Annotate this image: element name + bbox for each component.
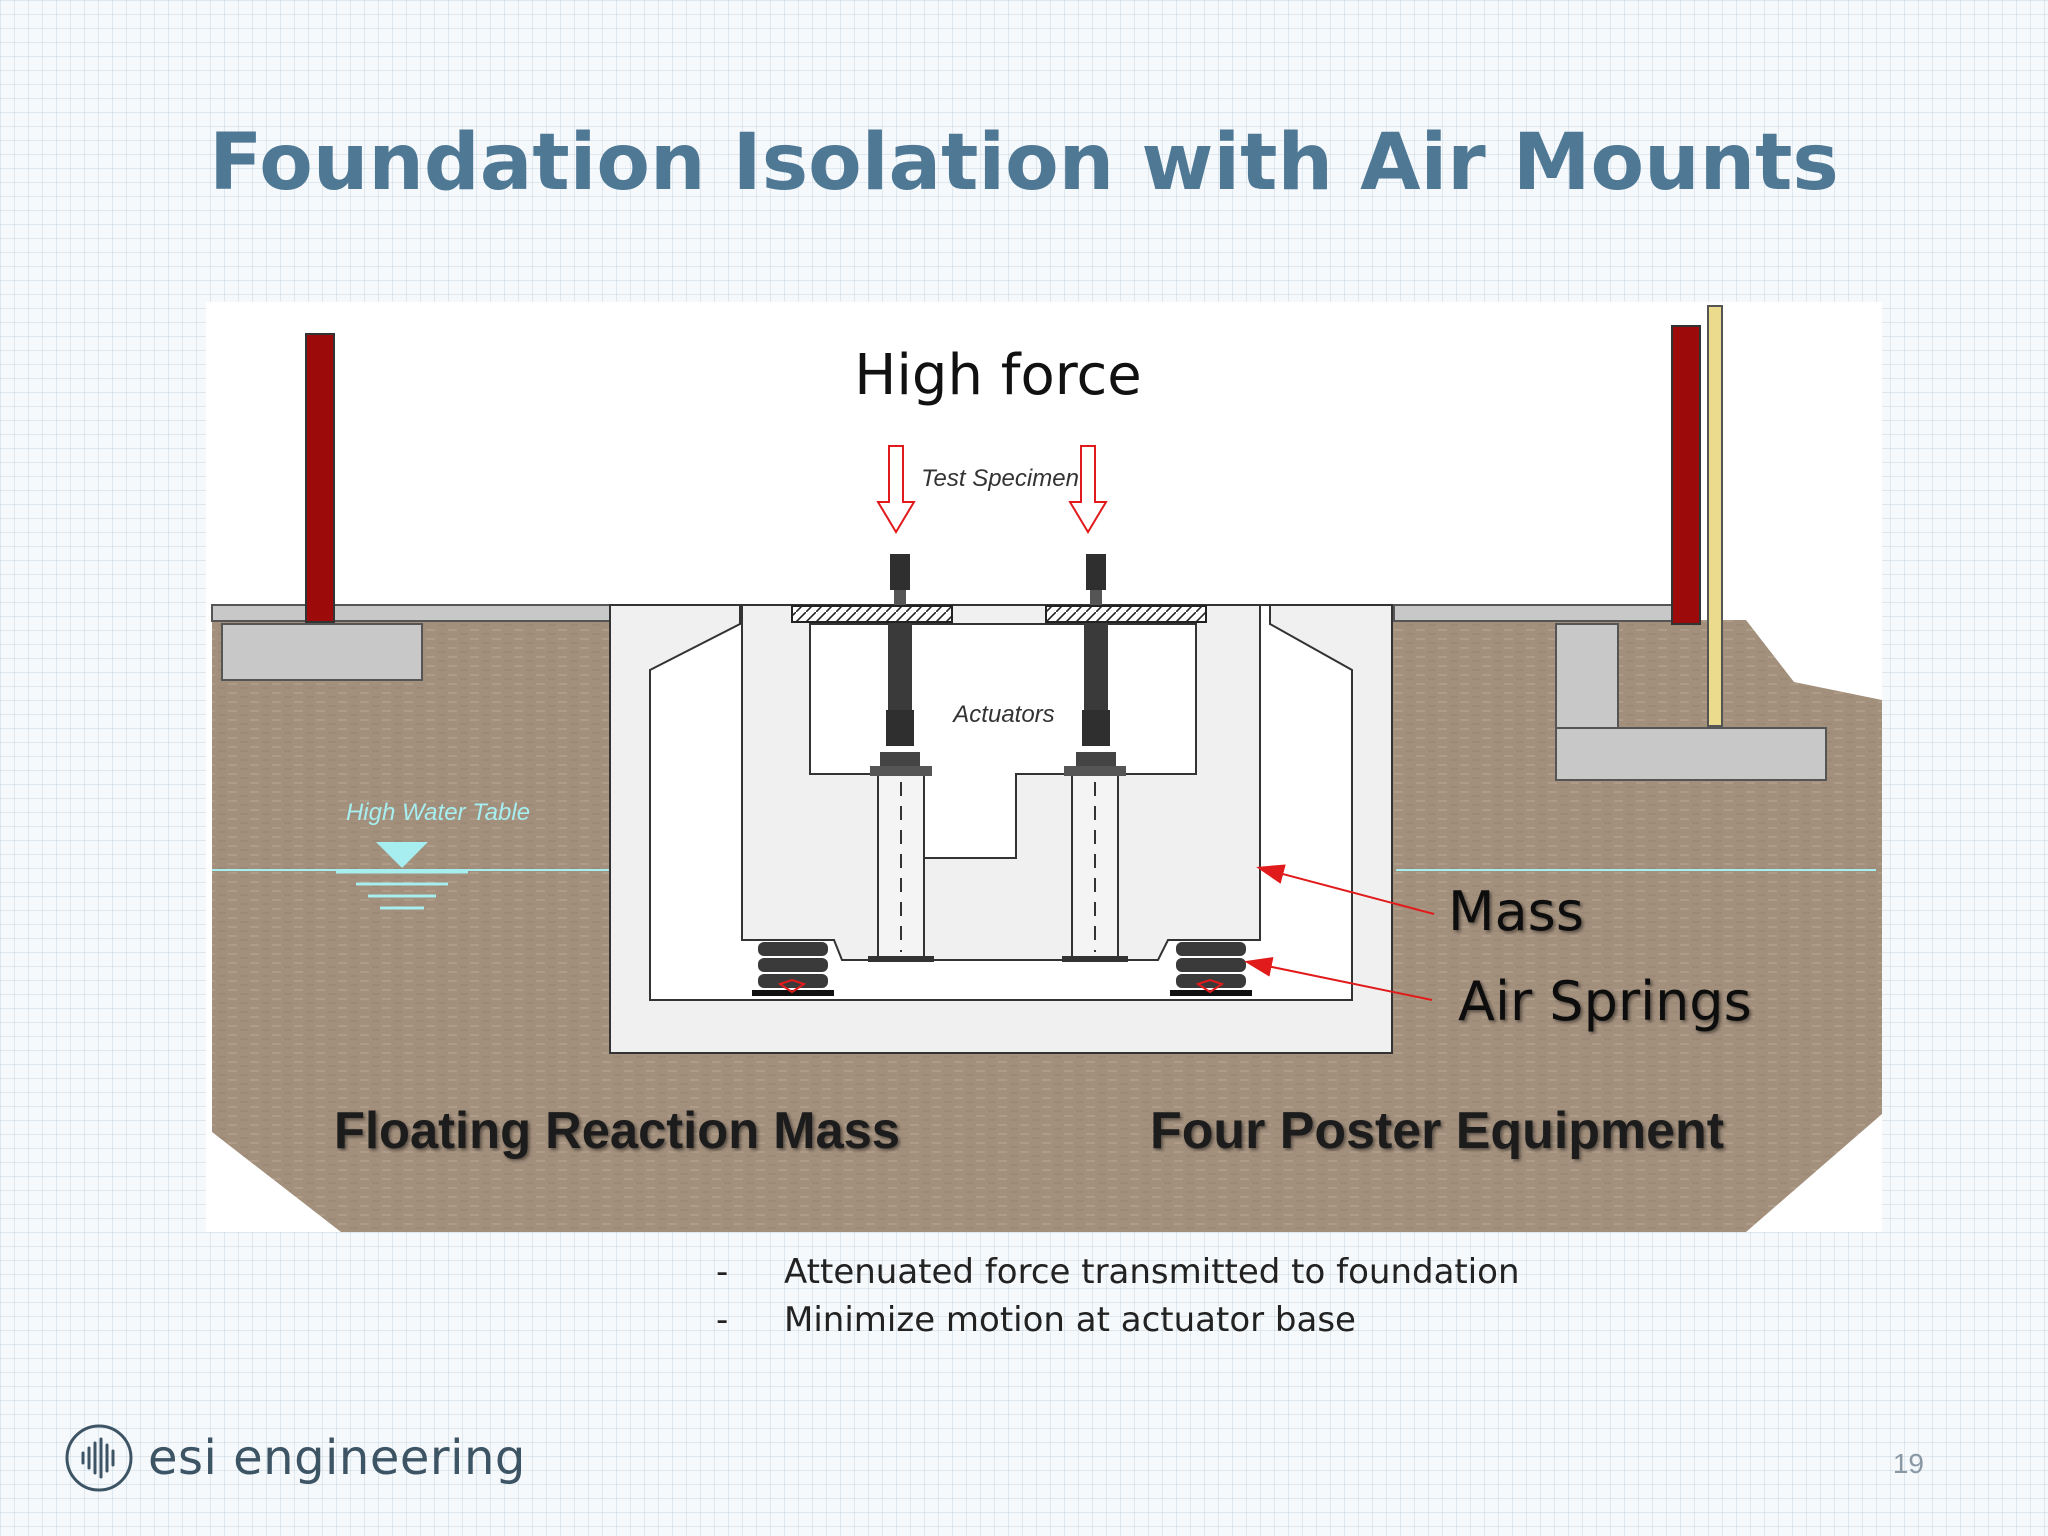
bullet-item: -Minimize motion at actuator base [716,1300,1356,1340]
air-springs-callout-arrow [1244,957,1433,1001]
right-ground-slab [1393,604,1673,622]
actuators-label: Actuators [951,701,1054,728]
platform-left [791,605,953,623]
air-springs-label: Air Springs [1458,970,1752,1033]
foundation-isolation-diagram: High force Test Specimen Actuators High … [206,302,1882,1232]
actuator-pedestal-left [868,766,934,962]
air-spring-right [1170,942,1252,996]
left-footing [221,623,423,681]
floating-reaction-mass-caption: Floating Reaction Mass [334,1102,900,1160]
right-pedestal [1555,623,1619,729]
high-force-label: High force [854,343,1142,408]
actuator-left [880,554,920,766]
brand-logo: esi engineering [64,1418,526,1498]
left-ground-slab [211,604,617,622]
water-table-label: High Water Table [346,799,530,826]
platform-right [1045,605,1207,623]
right-post [1707,305,1723,727]
right-column [1671,325,1701,625]
air-spring-left [752,942,834,996]
force-arrow-right [1068,445,1108,534]
bullet-item: -Attenuated force transmitted to foundat… [716,1252,1520,1292]
bullet-list: -Attenuated force transmitted to foundat… [716,1248,1520,1344]
mass-label: Mass [1448,880,1584,943]
four-poster-equipment-caption: Four Poster Equipment [1150,1102,1724,1160]
sound-wave-logo-icon [65,1424,133,1492]
water-table-symbol [336,842,468,910]
test-specimen-label: Test Specimen [921,465,1079,492]
force-arrow-left [876,445,916,534]
right-footing [1555,727,1827,781]
actuator-pedestal-right [1062,766,1128,962]
mass-callout-arrow [1256,864,1435,915]
brand-name: esi engineering [148,1430,526,1486]
page-number: 19 [1892,1448,1924,1479]
slide-title: Foundation Isolation with Air Mounts [209,118,1839,208]
left-column [305,333,335,623]
